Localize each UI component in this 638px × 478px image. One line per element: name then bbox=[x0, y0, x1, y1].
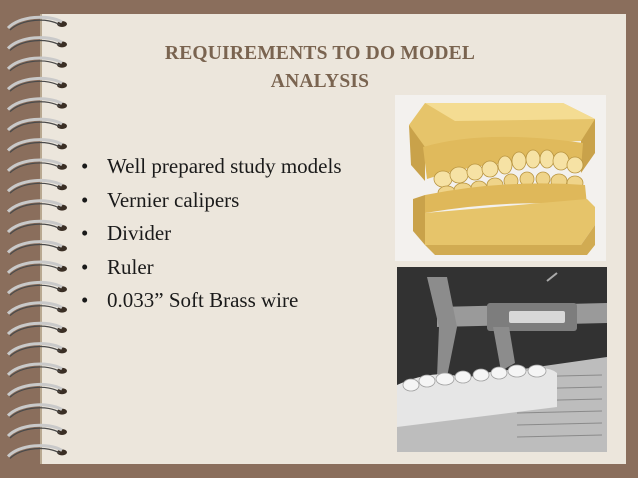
binding-ring-shadow bbox=[9, 325, 61, 337]
binding-hole bbox=[57, 245, 67, 252]
binding-ring bbox=[6, 382, 63, 397]
bullet-icon: • bbox=[81, 221, 89, 245]
binding-hole bbox=[57, 429, 67, 435]
binding-ring-shadow bbox=[9, 264, 61, 276]
bullet-icon: • bbox=[81, 187, 89, 212]
title-line-1: REQUIREMENTS TO DO MODEL bbox=[164, 43, 476, 64]
binding-hole bbox=[57, 367, 67, 374]
list-item: • Ruler bbox=[81, 251, 342, 285]
slide-title: REQUIREMENTS TO DO MODEL ANALYSIS bbox=[100, 40, 540, 96]
binding-ring bbox=[6, 280, 63, 295]
binding-hole bbox=[57, 41, 67, 48]
list-item-label: Vernier calipers bbox=[107, 187, 240, 212]
binding-ring bbox=[6, 97, 63, 111]
binding-hole bbox=[57, 449, 67, 456]
binding-ring-shadow bbox=[9, 80, 61, 92]
binding-ring-shadow bbox=[9, 345, 61, 357]
binding-hole bbox=[57, 327, 67, 333]
binding-ring-shadow bbox=[9, 19, 61, 31]
binding-hole bbox=[57, 286, 67, 293]
binding-ring-shadow bbox=[9, 182, 61, 194]
binding-ring bbox=[6, 15, 63, 30]
binding-hole bbox=[57, 143, 67, 150]
binding-ring bbox=[6, 260, 63, 274]
binding-ring bbox=[6, 138, 63, 152]
binding-hole bbox=[57, 225, 67, 231]
bullet-icon: • bbox=[81, 154, 89, 178]
binding-hole bbox=[57, 21, 67, 27]
study-model-image bbox=[395, 95, 606, 261]
binding-ring bbox=[6, 36, 63, 50]
list-item: • Well prepared study models bbox=[81, 150, 342, 184]
binding-ring-shadow bbox=[9, 366, 61, 378]
vernier-caliper-image bbox=[397, 267, 607, 452]
binding-ring bbox=[6, 56, 63, 70]
list-item-label: Divider bbox=[107, 221, 172, 245]
binding-ring-shadow bbox=[9, 121, 61, 133]
binding-ring-shadow bbox=[9, 447, 61, 459]
binding-ring bbox=[6, 158, 63, 172]
binding-hole bbox=[57, 82, 67, 89]
spiral-binding bbox=[6, 15, 67, 459]
binding-ring-shadow bbox=[9, 141, 61, 153]
binding-hole bbox=[57, 388, 67, 395]
binding-ring bbox=[6, 117, 63, 132]
binding-ring-shadow bbox=[9, 223, 61, 235]
list-item-label: Ruler bbox=[107, 254, 154, 279]
binding-ring bbox=[6, 403, 63, 417]
list-item: • 0.033” Soft Brass wire bbox=[81, 284, 342, 318]
binding-hole bbox=[57, 408, 67, 415]
binding-ring bbox=[6, 76, 63, 91]
binding-ring-shadow bbox=[9, 407, 61, 419]
binding-ring bbox=[6, 423, 63, 438]
binding-ring bbox=[6, 240, 63, 254]
binding-hole bbox=[57, 184, 67, 191]
binding-ring-shadow bbox=[9, 427, 61, 439]
binding-ring-shadow bbox=[9, 243, 61, 255]
binding-ring-shadow bbox=[9, 162, 61, 174]
binding-ring-shadow bbox=[9, 386, 61, 398]
binding-ring bbox=[6, 342, 63, 356]
binding-hole bbox=[57, 265, 67, 272]
binding-ring-shadow bbox=[9, 101, 61, 113]
binding-ring bbox=[6, 199, 63, 213]
binding-ring-shadow bbox=[9, 203, 61, 215]
list-item: • Vernier calipers bbox=[81, 184, 342, 218]
requirements-list: • Well prepared study models • Vernier cal… bbox=[81, 150, 342, 318]
bullet-icon: • bbox=[81, 254, 89, 279]
binding-ring bbox=[6, 219, 63, 234]
binding-ring-shadow bbox=[9, 305, 61, 317]
binding-ring-shadow bbox=[9, 284, 61, 296]
binding-ring bbox=[6, 321, 63, 336]
binding-hole bbox=[57, 61, 67, 68]
list-item-label: 0.033” Soft Brass wire bbox=[107, 288, 299, 312]
binding-ring-shadow bbox=[9, 60, 61, 72]
bullet-icon: • bbox=[81, 288, 89, 312]
binding-ring bbox=[6, 362, 63, 376]
binding-hole bbox=[57, 204, 67, 211]
title-line-2: ANALYSIS bbox=[270, 71, 370, 92]
binding-hole bbox=[57, 123, 67, 129]
binding-ring bbox=[6, 444, 63, 458]
binding-ring bbox=[6, 301, 63, 315]
binding-hole bbox=[57, 102, 67, 109]
list-item-label: Well prepared study models bbox=[107, 154, 342, 178]
list-item: • Divider bbox=[81, 217, 342, 251]
binding-ring bbox=[6, 178, 63, 193]
binding-hole bbox=[57, 306, 67, 313]
binding-ring-shadow bbox=[9, 39, 61, 51]
binding-hole bbox=[57, 163, 67, 170]
binding-hole bbox=[57, 347, 67, 354]
